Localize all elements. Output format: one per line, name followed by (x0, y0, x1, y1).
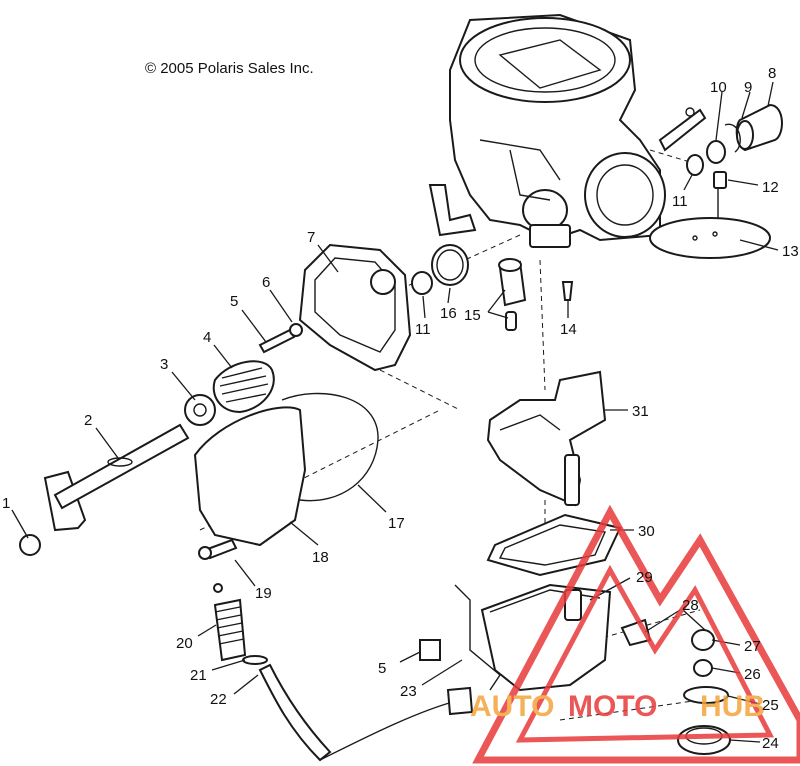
callout-19: 19 (255, 585, 272, 602)
float-assembly (486, 370, 607, 507)
callout-20: 20 (176, 635, 193, 652)
callout-21: 21 (190, 667, 207, 684)
leader-lines (11, 81, 779, 743)
callout-27: 27 (744, 638, 761, 655)
callout-23: 23 (400, 683, 417, 700)
callout-2: 2 (84, 412, 92, 429)
callout-17: 17 (388, 515, 405, 532)
callout-12: 12 (762, 179, 779, 196)
callout-3: 3 (160, 356, 168, 373)
callout-22: 22 (210, 691, 227, 708)
callout-30: 30 (638, 523, 655, 540)
watermark-logo: AUTO MOTO HUB (470, 504, 800, 764)
callout-28: 28 (682, 597, 699, 614)
parts-right-upper (649, 103, 783, 259)
callout-25: 25 (762, 697, 779, 714)
callout-5-upper: 5 (230, 293, 238, 310)
callout-13: 13 (782, 243, 799, 260)
callout-14: 14 (560, 321, 577, 338)
watermark-text-auto: AUTO (470, 690, 554, 723)
callout-1: 1 (2, 495, 10, 512)
watermark-text-hub: HUB (700, 690, 765, 723)
parts-left (19, 323, 379, 560)
watermark-triangle-icon (472, 504, 800, 764)
callout-16: 16 (440, 305, 457, 322)
parts-center (298, 243, 574, 372)
watermark-text-moto: MOTO (568, 690, 657, 723)
callout-7: 7 (307, 229, 315, 246)
callout-10: 10 (710, 79, 727, 96)
callout-11-right: 11 (672, 193, 688, 210)
copyright-notice: © 2005 Polaris Sales Inc. (145, 60, 314, 77)
callout-4: 4 (203, 329, 211, 346)
callout-26: 26 (744, 666, 761, 683)
callout-8: 8 (768, 65, 776, 82)
callout-29: 29 (636, 569, 653, 586)
callout-15: 15 (464, 307, 481, 324)
callout-9: 9 (744, 79, 752, 96)
carburetor-body (428, 13, 707, 248)
callout-18: 18 (312, 549, 329, 566)
parts-lower (213, 513, 731, 762)
callout-31: 31 (632, 403, 649, 420)
callout-11-center: 11 (415, 321, 431, 338)
callout-24: 24 (762, 735, 779, 752)
callout-5-lower: 5 (378, 660, 386, 677)
callout-labels: 1 2 3 4 5 6 7 8 9 10 11 12 13 14 15 16 1… (2, 65, 799, 752)
callout-6: 6 (262, 274, 270, 291)
